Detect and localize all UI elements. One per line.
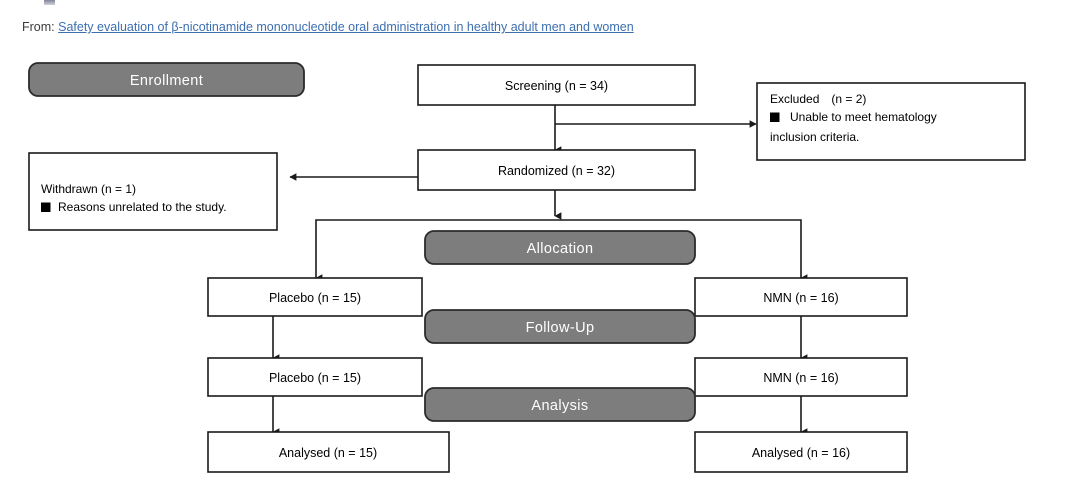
source-attribution: From: Safety evaluation of β-nicotinamid… [22, 20, 634, 34]
node-nmn-allocation-label: NMN (n = 16) [763, 291, 838, 305]
node-excluded: Excluded (n = 2) Unable to meet hematolo… [756, 82, 1026, 161]
phase-banner-analysis-label: Analysis [531, 398, 588, 414]
node-nmn-followup-label: NMN (n = 16) [763, 371, 838, 385]
node-excluded-title: Excluded (n = 2) [770, 92, 866, 106]
phase-banner-allocation-label: Allocation [527, 241, 594, 257]
node-nmn-followup: NMN (n = 16) [694, 357, 908, 397]
node-randomized-label: Randomized (n = 32) [498, 164, 615, 178]
connector-split-to-nmn [555, 219, 808, 282]
node-placebo-allocation: Placebo (n = 15) [207, 277, 423, 317]
node-randomized: Randomized (n = 32) [417, 149, 696, 191]
node-withdrawn: Withdrawn (n = 1) Reasons unrelated to t… [28, 152, 278, 231]
bullet-square-icon [41, 202, 51, 212]
node-placebo-followup: Placebo (n = 15) [207, 357, 423, 397]
phase-banner-enrollment-label: Enrollment [130, 73, 203, 89]
bullet-square-icon [770, 112, 780, 122]
node-screening-label: Screening (n = 34) [505, 79, 608, 93]
node-excluded-reason-line2: inclusion criteria. [770, 130, 859, 144]
node-nmn-allocation: NMN (n = 16) [694, 277, 908, 317]
phase-banner-analysis: Analysis [424, 387, 696, 422]
node-placebo-allocation-label: Placebo (n = 15) [269, 291, 361, 305]
phase-banner-allocation: Allocation [424, 230, 696, 265]
node-placebo-followup-label: Placebo (n = 15) [269, 371, 361, 385]
phase-banner-enrollment: Enrollment [28, 62, 305, 97]
source-article-link[interactable]: Safety evaluation of β-nicotinamide mono… [58, 20, 634, 34]
node-excluded-reason-line1: Unable to meet hematology [790, 110, 937, 124]
node-screening: Screening (n = 34) [417, 64, 696, 106]
page-top-artifact [44, 0, 55, 5]
from-label: From: [22, 20, 55, 34]
node-analysed-nmn-label: Analysed (n = 16) [752, 446, 850, 460]
node-withdrawn-title: Withdrawn (n = 1) [41, 182, 136, 196]
node-analysed-placebo-label: Analysed (n = 15) [279, 446, 377, 460]
node-analysed-placebo: Analysed (n = 15) [207, 431, 450, 473]
node-withdrawn-reason-line1: Reasons unrelated to the study. [58, 200, 227, 214]
node-analysed-nmn: Analysed (n = 16) [694, 431, 908, 473]
consort-flow-diagram: Enrollment Screening (n = 34) Excluded (… [0, 38, 1080, 482]
connector-split-to-placebo [315, 219, 555, 282]
phase-banner-followup: Follow-Up [424, 309, 696, 344]
phase-banner-followup-label: Follow-Up [526, 320, 595, 336]
